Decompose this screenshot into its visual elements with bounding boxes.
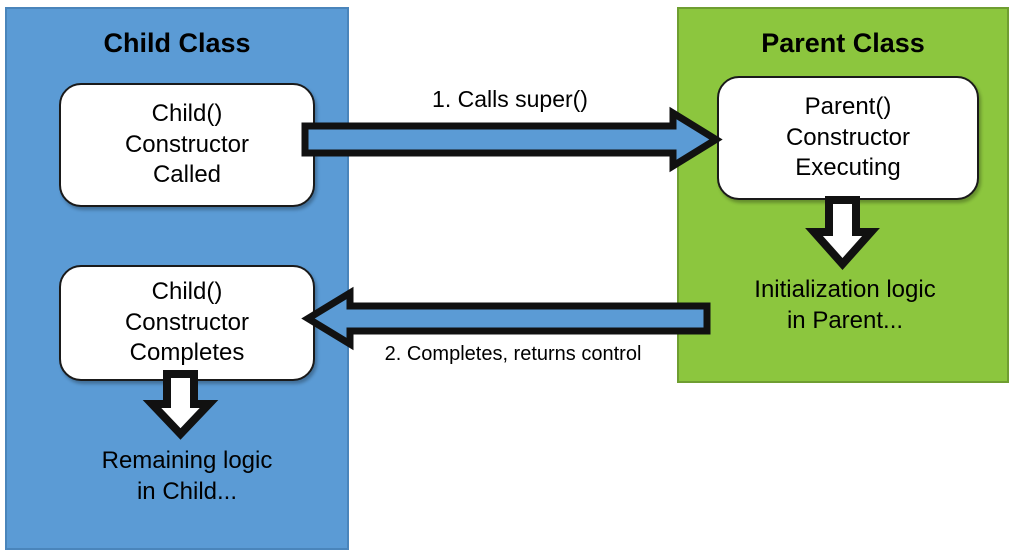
box-line: Child(): [151, 99, 223, 127]
arrow-label-returns-control: 2. Completes, returns control: [384, 343, 642, 365]
note-line: in Parent...: [786, 307, 904, 335]
process-box-parent-constructor-executing: Parent() Constructor Executing: [717, 76, 979, 200]
box-line: Constructor: [124, 308, 250, 336]
process-box-child-constructor-called: Child() Constructor Called: [59, 83, 315, 207]
box-line: Constructor: [124, 130, 250, 158]
arrow-label-calls-super: 1. Calls super(): [432, 86, 588, 112]
note-initialization-logic-in-parent: Initialization logic in Parent...: [699, 274, 991, 336]
child-class-title: Child Class: [103, 28, 251, 58]
note-line: in Child...: [136, 478, 238, 506]
process-box-child-constructor-completes: Child() Constructor Completes: [59, 265, 315, 381]
arrow-returns-control-icon: [301, 286, 711, 351]
note-line: Remaining logic: [101, 447, 273, 474]
box-line: Called: [152, 161, 222, 189]
note-line: Initialization logic: [754, 276, 936, 303]
box-line: Executing: [795, 154, 901, 182]
parent-class-panel: Parent Class Parent() Constructor Execut…: [677, 7, 1009, 383]
box-line: Child(): [151, 277, 223, 305]
box-line: Completes: [129, 339, 245, 367]
note-remaining-logic-in-child: Remaining logic in Child...: [59, 445, 315, 507]
child-class-panel: Child Class Child() Constructor Called C…: [5, 7, 349, 550]
box-line: Constructor: [785, 123, 911, 151]
arrow-calls-super-icon: [301, 106, 723, 173]
box-line: Parent(): [804, 92, 892, 120]
parent-class-title: Parent Class: [761, 28, 925, 58]
